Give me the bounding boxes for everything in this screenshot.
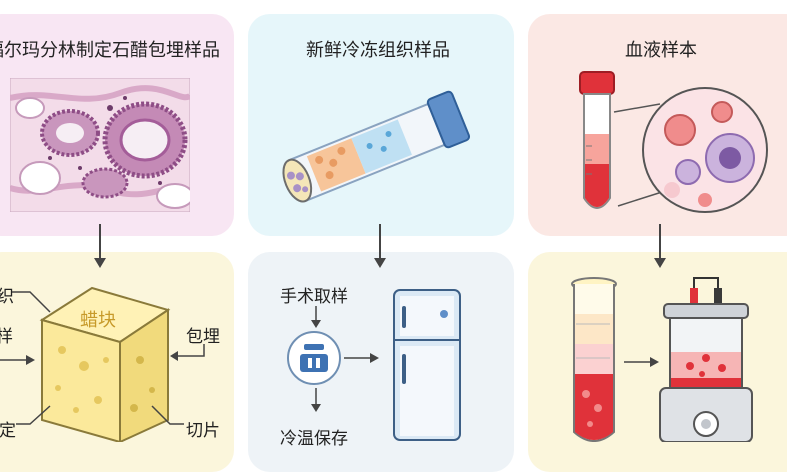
step-surgical-sampling: 手术取样 (280, 287, 348, 307)
blood-title: 血液样本 (625, 40, 697, 61)
arrow-to-fridge (344, 352, 380, 364)
label-fixation: 固定 (0, 421, 16, 441)
label-sample: 样 (0, 327, 13, 347)
centrifuge-machine (656, 274, 756, 442)
label-sectioning: 切片 (186, 421, 220, 441)
arrow-sampling-down (310, 306, 322, 328)
step-cold-storage: 冷温保存 (280, 429, 348, 449)
arrow-down-ffpe (93, 224, 107, 268)
label-tissue: 组织 (0, 287, 14, 307)
label-embedding: 包埋 (186, 327, 220, 347)
leader-fixation (16, 404, 52, 428)
refrigerator-icon (388, 284, 468, 442)
arrow-down-frozen (373, 224, 387, 268)
frozen-tissue-tube (270, 70, 490, 220)
arrow-storage-down (310, 388, 322, 412)
freezer-rack-icon (286, 330, 342, 386)
paraffin-block (28, 280, 178, 442)
centrifuge-tube (566, 274, 622, 442)
arrow-to-centrifuge (624, 356, 660, 368)
leader-sectioning (150, 404, 186, 428)
paraffin-block-text: 蜡块 (80, 310, 116, 331)
histology-image (10, 78, 190, 212)
arrow-sample (0, 354, 36, 366)
ffpe-title: 福尔玛分林制定石醋包埋样品 (0, 40, 220, 61)
blood-cells-magnified (610, 80, 775, 220)
frozen-title: 新鲜冷冻组织样品 (306, 40, 450, 61)
blood-tube (576, 68, 626, 218)
arrow-down-blood (653, 224, 667, 268)
leader-tissue (12, 290, 52, 316)
leader-embedding (170, 344, 206, 364)
